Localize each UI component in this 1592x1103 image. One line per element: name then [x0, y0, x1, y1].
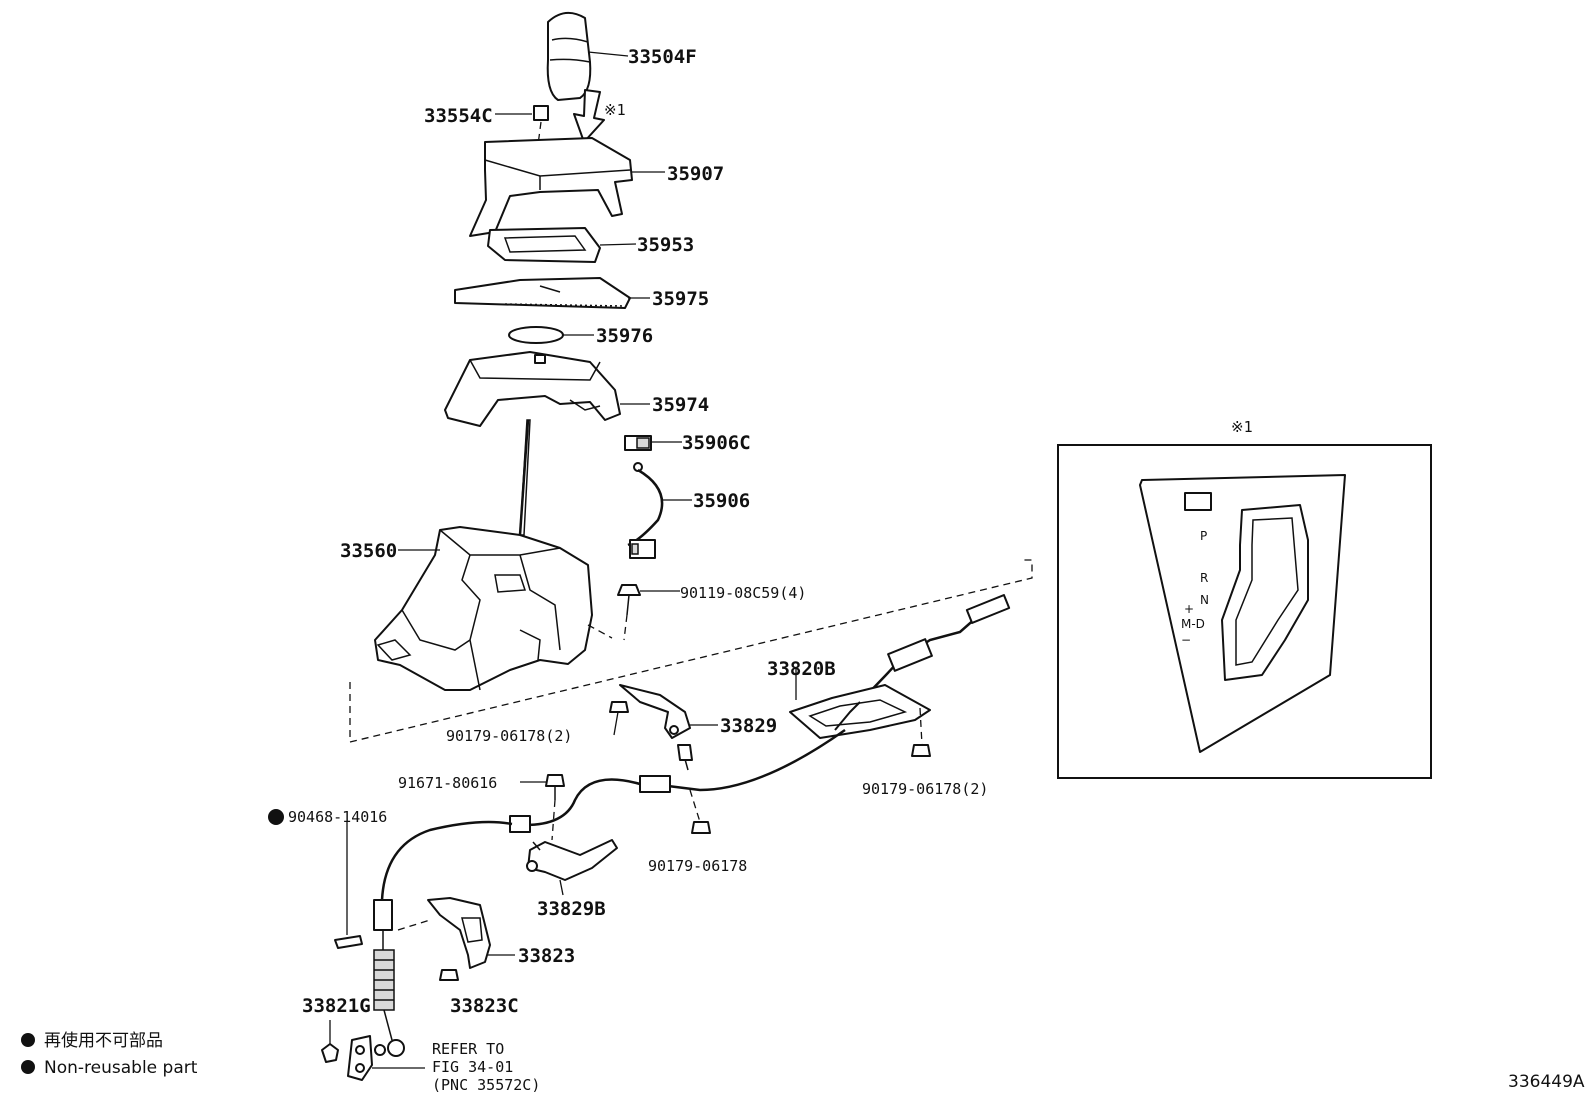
label-33823: 33823	[518, 945, 575, 967]
housing-upper-35974	[444, 351, 621, 427]
label-35906C: 35906C	[682, 432, 751, 454]
refer-line-2: FIG 34-01	[432, 1058, 513, 1076]
label-33554C: 33554C	[424, 105, 493, 127]
assembly-boundary	[349, 559, 1033, 743]
gear-p: P	[1200, 529, 1207, 543]
label-33560: 33560	[340, 540, 397, 562]
nut-90179-b	[911, 707, 931, 757]
non-reusable-dot-icon	[268, 809, 284, 825]
gear-n: N	[1200, 593, 1209, 607]
inset-mark: ※1	[1231, 418, 1253, 436]
gear-minus: −	[1181, 633, 1191, 647]
bolt-91671	[545, 774, 565, 841]
label-90468: 90468-14016	[288, 808, 387, 826]
gasket-35953	[487, 227, 601, 263]
cable-33820B	[373, 594, 1011, 1057]
assembly-arrow	[573, 89, 605, 143]
nut-90179-a	[609, 701, 629, 713]
label-90179-b: 90179-06178(2)	[862, 780, 988, 798]
figure-id: 336449A	[1508, 1072, 1585, 1092]
bolt-90119	[617, 584, 641, 641]
label-33829B: 33829B	[537, 898, 606, 920]
panel-35907	[469, 137, 633, 237]
leader-33504F	[587, 51, 629, 57]
label-35975: 35975	[652, 288, 709, 310]
label-35906: 35906	[693, 490, 750, 512]
shift-lever-housing-33560	[374, 419, 613, 691]
bolt-33823C	[439, 969, 459, 981]
label-90179-c: 90179-06178	[648, 857, 747, 875]
label-33829: 33829	[720, 715, 777, 737]
label-33504F: 33504F	[628, 46, 697, 68]
nut-90179-c	[689, 789, 711, 834]
clamp-35906C	[624, 435, 652, 451]
label-33823C: 33823C	[450, 995, 519, 1017]
bracket-33829B	[526, 839, 618, 881]
label-91671: 91671-80616	[398, 774, 497, 792]
legend: 再使用不可部品 Non-reusable part	[21, 1030, 198, 1078]
slide-cover-35975	[454, 277, 631, 309]
plate-35976	[508, 326, 564, 344]
gear-r: R	[1200, 571, 1208, 585]
clip-90468	[268, 809, 363, 949]
clip-33554C	[533, 105, 549, 161]
label-33820B: 33820B	[767, 658, 836, 680]
label-33821G: 33821G	[302, 995, 371, 1017]
legend-dot-icon	[21, 1033, 35, 1047]
cable-end-33821G	[321, 1020, 373, 1081]
bracket-33829	[619, 684, 693, 771]
shift-knob	[546, 11, 592, 101]
legend-dot-icon	[21, 1060, 35, 1074]
label-35976: 35976	[596, 325, 653, 347]
label-35953: 35953	[637, 234, 694, 256]
label-90179-a: 90179-06178(2)	[446, 727, 572, 745]
note-mark-top: ※1	[604, 101, 626, 119]
label-35907: 35907	[667, 163, 724, 185]
refer-line-3: (PNC 35572C)	[432, 1076, 540, 1094]
legend-jp: 再使用不可部品	[44, 1030, 163, 1051]
bracket-33823	[397, 897, 491, 969]
gear-md: M-D	[1181, 617, 1205, 631]
indicator-window	[1184, 492, 1212, 511]
inset-panel: ※1 P R N + M-D −	[1057, 418, 1432, 779]
refer-line-1: REFER TO	[432, 1040, 504, 1058]
label-35974: 35974	[652, 394, 709, 416]
gear-plus: +	[1184, 602, 1194, 616]
legend-en: Non-reusable part	[44, 1058, 198, 1078]
harness-35906	[627, 462, 664, 559]
label-90119: 90119-08C59(4)	[680, 584, 806, 602]
